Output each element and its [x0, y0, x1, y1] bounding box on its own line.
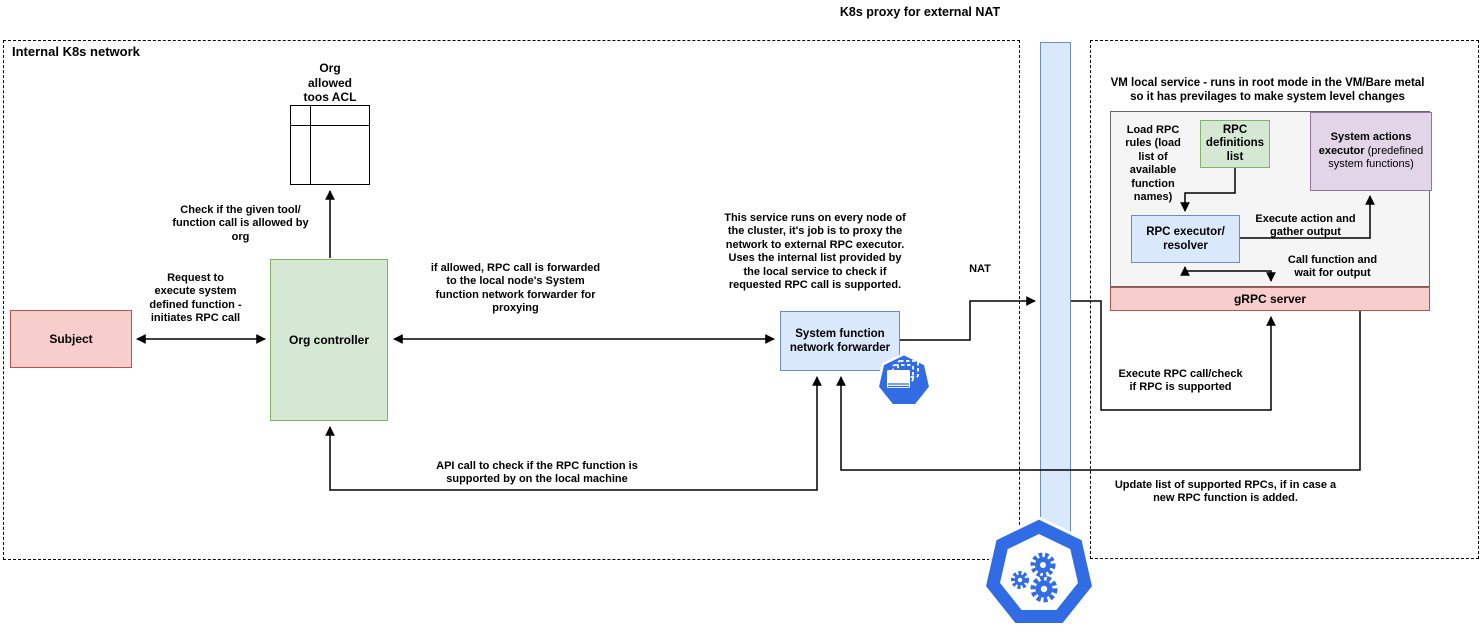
annotation-call-function: Call function and wait for output [1287, 254, 1378, 280]
forwarder-label: System function network forwarder [789, 327, 891, 354]
subject-node: Subject [10, 310, 132, 368]
nat-proxy-bar [1040, 42, 1071, 560]
annotation-update-list: Update list of supported RPCs, if in cas… [1114, 479, 1337, 505]
annotation-check-tool: Check if the given tool/ function call i… [172, 204, 309, 243]
annotation-if-allowed: if allowed, RPC call is forwarded to the… [430, 262, 601, 315]
annotation-api-call: API call to check if the RPC function is… [436, 460, 638, 486]
org-controller-label: Org controller [288, 332, 369, 347]
system-function-forwarder-node: System function network forwarder [780, 311, 900, 371]
rpc-definitions-label: RPC definitions list [1205, 124, 1265, 163]
rpc-definitions-node: RPC definitions list [1200, 120, 1270, 168]
annotation-service-desc: This service runs on every node of the c… [724, 212, 906, 292]
system-actions-executor-node: System actions executor (predefined syst… [1310, 112, 1432, 191]
rpc-executor-node: RPC executor/ resolver [1131, 215, 1240, 263]
system-actions-label-bold: System actions executor [1318, 130, 1412, 157]
grpc-server-label: gRPC server [1233, 291, 1307, 306]
subject-label: Subject [49, 331, 93, 346]
system-actions-label-rest: (predefined system functions) [1328, 144, 1424, 171]
org-controller-node: Org controller [270, 259, 388, 421]
vm-local-service-region [1090, 40, 1479, 559]
annotation-nat: NAT [969, 263, 991, 275]
annotation-load-rules: Load RPC rules (load list of available f… [1125, 124, 1181, 204]
internal-network-label: Internal K8s network [12, 44, 140, 59]
vm-local-service-label: VM local service - runs in root mode in … [1110, 77, 1425, 104]
annotation-request: Request to execute system defined functi… [149, 272, 242, 325]
annotation-execute-rpc: Execute RPC call/check if RPC is support… [1118, 368, 1243, 394]
acl-table-column-divider [310, 105, 311, 185]
rpc-executor-label: RPC executor/ resolver [1146, 225, 1225, 252]
gear-icons [1011, 552, 1058, 603]
internal-k8s-network-region [3, 40, 1020, 560]
system-actions-label: System actions executor (predefined syst… [1313, 131, 1429, 172]
grpc-server-node: gRPC server [1110, 287, 1430, 311]
acl-table-row-divider [290, 125, 370, 126]
acl-table-title: Org allowed toos ACL [303, 61, 357, 105]
diagram-title: K8s proxy for external NAT [839, 5, 1001, 19]
org-acl-table [290, 105, 370, 185]
annotation-execute-action: Execute action and gather output [1255, 213, 1356, 239]
